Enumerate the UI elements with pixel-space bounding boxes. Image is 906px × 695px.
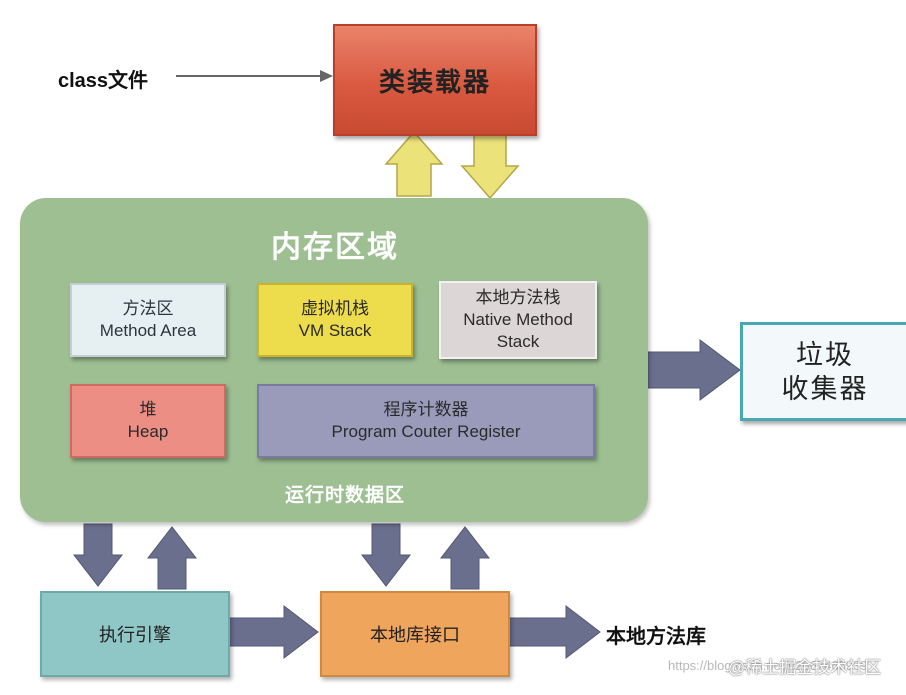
- exec-down-arrow: [72, 523, 124, 587]
- pc-register-zh: 程序计数器: [383, 400, 469, 419]
- native-stack-en1: Native Method: [463, 310, 573, 329]
- gc-line1: 垃圾: [796, 339, 854, 370]
- gc-line2: 收集器: [781, 373, 869, 404]
- watermark-text: @稀土掘金技术社区: [728, 658, 882, 677]
- memory-region: [20, 198, 648, 522]
- native-method-stack-box: 本地方法栈 Native Method Stack: [439, 281, 597, 359]
- pc-register-en: Program Couter Register: [331, 422, 521, 441]
- native-interface-box: 本地库接口: [320, 591, 510, 677]
- method-area-zh: 方法区: [122, 299, 174, 318]
- exec-up-arrow: [146, 526, 198, 590]
- iface-down-arrow: [360, 523, 412, 587]
- runtime-data-area-label: 运行时数据区: [284, 485, 405, 506]
- gc-arrow: [647, 339, 741, 401]
- execution-engine-box: 执行引擎: [40, 591, 230, 677]
- yellow-up-arrow: [384, 130, 444, 197]
- iface-up-arrow: [439, 526, 491, 590]
- method-area-box: 方法区 Method Area: [70, 283, 226, 357]
- execution-engine-label: 执行引擎: [99, 625, 171, 645]
- native-library-label: 本地方法库: [606, 626, 706, 648]
- exec-to-iface-arrow: [227, 604, 319, 660]
- garbage-collector-box: 垃圾 收集器: [740, 322, 906, 421]
- method-area-en: Method Area: [99, 321, 197, 340]
- iface-to-lib-arrow: [507, 604, 601, 660]
- vm-stack-en: VM Stack: [298, 321, 372, 340]
- heap-box: 堆 Heap: [70, 384, 226, 458]
- yellow-down-arrow: [460, 131, 520, 200]
- native-stack-zh: 本地方法栈: [475, 288, 561, 307]
- heap-zh: 堆: [139, 400, 157, 419]
- native-interface-label: 本地库接口: [370, 625, 460, 645]
- classloader-box: 类装载器: [333, 24, 537, 136]
- vm-stack-zh: 虚拟机栈: [301, 299, 369, 318]
- memory-title: 内存区域: [271, 231, 399, 264]
- native-stack-en2: Stack: [496, 332, 540, 351]
- vm-stack-box: 虚拟机栈 VM Stack: [257, 283, 413, 357]
- class-file-label: class文件: [58, 70, 149, 92]
- watermark-url: https://blog.csdn.net/u2667465939: [668, 658, 868, 673]
- heap-en: Heap: [127, 422, 169, 441]
- classloader-label: 类装载器: [378, 66, 491, 97]
- class-input-arrow-head: [320, 70, 333, 82]
- pc-register-box: 程序计数器 Program Couter Register: [257, 384, 595, 458]
